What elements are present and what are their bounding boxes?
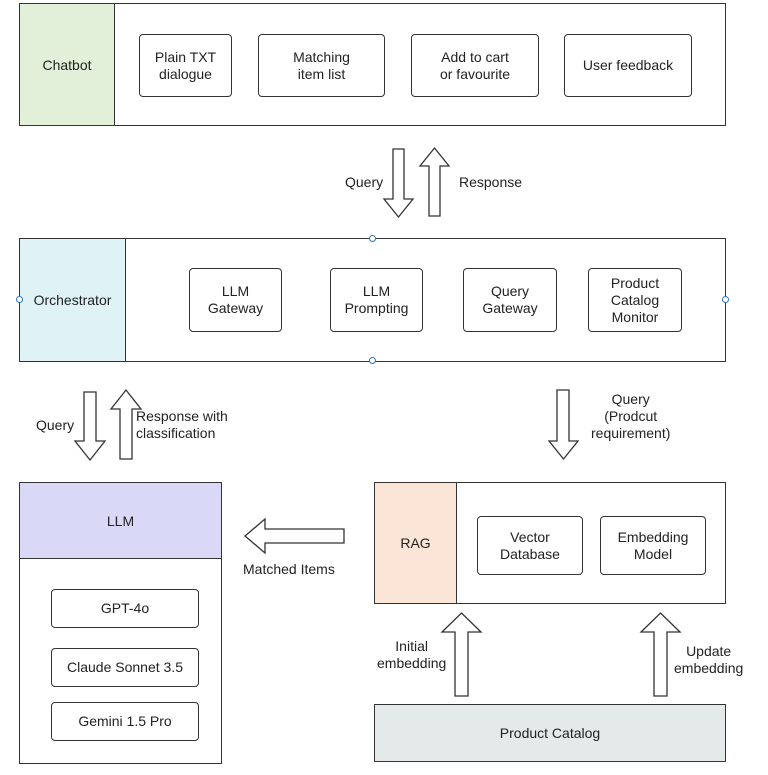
chatbot-item-matching-list: Matching item list	[258, 34, 385, 97]
label-matched-items: Matched Items	[243, 561, 335, 577]
arrow-up-response-top	[418, 146, 451, 217]
chatbot-item-plain-txt: Plain TXT dialogue	[139, 34, 232, 97]
arrow-up-update-embedding	[639, 612, 682, 697]
product-catalog-box: Product Catalog	[374, 704, 726, 762]
orchestrator-title: Orchestrator	[33, 292, 112, 308]
rag-label-panel: RAG	[374, 482, 457, 604]
llm-item-gemini: Gemini 1.5 Pro	[51, 702, 199, 741]
orchestrator-label-panel: Orchestrator	[19, 238, 126, 362]
selection-handle-right[interactable]	[722, 296, 729, 303]
selection-handle-top[interactable]	[369, 235, 376, 242]
chatbot-item-add-to-cart: Add to cart or favourite	[411, 34, 539, 97]
llm-item-claude: Claude Sonnet 3.5	[51, 648, 199, 687]
product-catalog-title: Product Catalog	[499, 725, 601, 741]
label-query-top: Query	[345, 174, 384, 190]
rag-item-embedding-model: Embedding Model	[600, 516, 706, 575]
llm-item-gpt4o: GPT-4o	[51, 589, 199, 628]
chatbot-item-user-feedback: User feedback	[564, 34, 692, 97]
arrow-down-query-right	[547, 389, 580, 461]
orchestrator-item-llm-gateway: LLM Gateway	[189, 268, 282, 332]
label-query-left: Query	[36, 417, 75, 433]
chatbot-title: Chatbot	[42, 56, 92, 73]
label-query-product-requirement: Query (Prodcut requirement)	[591, 391, 671, 441]
selection-handle-left[interactable]	[16, 296, 23, 303]
selection-handle-bottom[interactable]	[369, 357, 376, 364]
llm-label-panel: LLM	[19, 482, 222, 559]
label-response-top: Response	[459, 174, 523, 190]
rag-title: RAG	[400, 535, 431, 551]
llm-title: LLM	[106, 512, 135, 529]
arrow-left-matched-items	[243, 517, 345, 555]
label-response-classification: Response with classification	[136, 408, 228, 441]
arrow-down-query-left	[73, 391, 107, 462]
arrow-up-response-left	[109, 388, 143, 460]
label-update-embedding: Update embedding	[674, 643, 744, 676]
orchestrator-item-catalog-monitor: Product Catalog Monitor	[588, 268, 682, 332]
orchestrator-item-query-gateway: Query Gateway	[463, 268, 557, 332]
arrow-up-initial-embedding	[440, 612, 483, 697]
arrow-down-query-top	[382, 148, 415, 219]
orchestrator-item-llm-prompting: LLM Prompting	[330, 268, 423, 332]
rag-item-vector-db: Vector Database	[477, 516, 583, 575]
label-initial-embedding: Initial embedding	[377, 638, 447, 671]
chatbot-label-panel: Chatbot	[19, 3, 115, 126]
